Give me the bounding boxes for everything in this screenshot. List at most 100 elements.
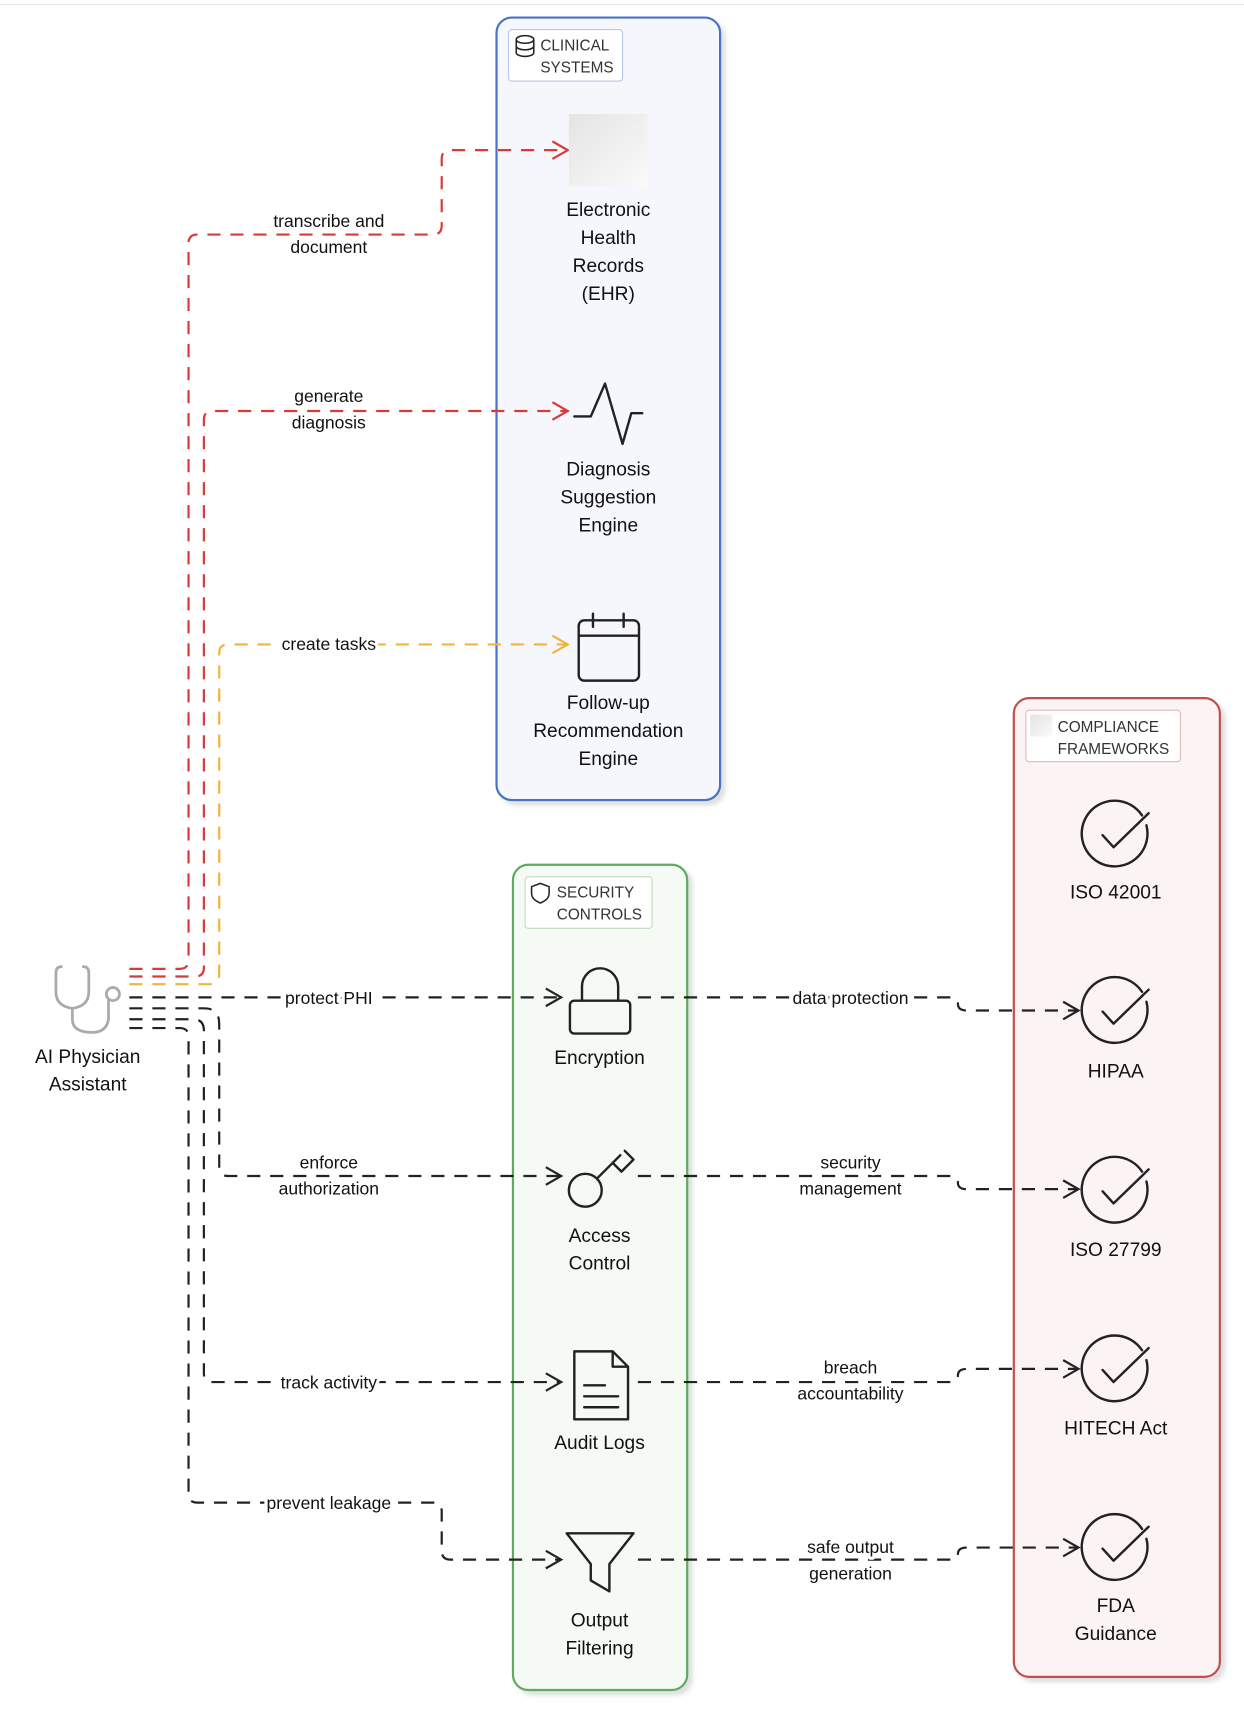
node-label: Output	[571, 1610, 629, 1631]
group-header	[1025, 709, 1181, 763]
node-label: FDA	[1097, 1596, 1136, 1617]
node-hitech-act[interactable]: HITECH Act	[1064, 1334, 1168, 1440]
group-clinical-systems[interactable]: CLINICAL SYSTEMS	[495, 16, 722, 802]
node-label: Health	[581, 228, 636, 249]
group-title: SYSTEMS	[540, 59, 613, 76]
group-compliance-frameworks[interactable]: COMPLIANCE FRAMEWORKS	[1012, 697, 1221, 1678]
edge-label: authorization	[279, 1179, 379, 1199]
top-border	[0, 0, 1244, 5]
node-label: Follow-up	[567, 693, 650, 714]
node-label: (EHR)	[582, 284, 635, 305]
edge-label: accountability	[797, 1384, 903, 1404]
key-icon	[567, 1149, 635, 1208]
node-iso-42001[interactable]: ISO 42001	[1070, 799, 1162, 904]
check-circle-icon	[1080, 1512, 1150, 1582]
node-label: Audit Logs	[554, 1433, 645, 1454]
node-label: Access	[569, 1226, 631, 1247]
actor-label: Assistant	[49, 1075, 127, 1096]
group-header	[508, 29, 624, 82]
check-circle-icon	[1080, 1155, 1150, 1224]
node-label: Electronic	[566, 200, 651, 221]
check-circle-icon	[1080, 799, 1150, 868]
node-label: HITECH Act	[1064, 1419, 1168, 1440]
check-circle-icon	[1080, 1334, 1150, 1403]
node-label: Control	[569, 1254, 631, 1275]
blank-image-icon	[568, 113, 648, 187]
edge-label: generate	[294, 386, 363, 406]
node-iso-27799[interactable]: ISO 27799	[1070, 1155, 1162, 1261]
node-audit-logs[interactable]: Audit Logs	[554, 1350, 645, 1454]
group-security-controls[interactable]: SECURITY CONTROLS	[511, 863, 689, 1692]
edge-label: enforce	[300, 1152, 358, 1172]
edge-prevent-leakage[interactable]	[129, 1026, 564, 1570]
edge-label: generation	[809, 1563, 892, 1583]
document-icon	[573, 1350, 630, 1421]
edge-label: create tasks	[282, 634, 377, 654]
actor-label: AI Physician	[35, 1047, 140, 1068]
node-label: Engine	[578, 516, 638, 537]
node-label: HIPAA	[1088, 1061, 1144, 1082]
edge-label: diagnosis	[292, 413, 366, 433]
node-label: Suggestion	[560, 488, 656, 509]
edge-label: security	[820, 1152, 881, 1172]
group-header	[524, 876, 653, 929]
edge-label: document	[290, 237, 367, 257]
edge-track-activity[interactable]	[129, 1018, 564, 1392]
edge-label: protect PHI	[285, 988, 373, 1008]
edge-create-tasks[interactable]	[129, 634, 570, 986]
edge-security-management[interactable]	[637, 1174, 1081, 1199]
edge-safe-output[interactable]	[637, 1537, 1081, 1561]
edge-data-protection[interactable]	[637, 996, 1081, 1021]
edge-label: breach	[824, 1357, 878, 1377]
group-title: CLINICAL	[540, 37, 609, 54]
node-label: Diagnosis	[566, 460, 650, 481]
node-label: Records	[573, 256, 644, 277]
node-encryption[interactable]: Encryption	[554, 967, 645, 1069]
edge-label: safe output	[807, 1537, 894, 1557]
edge-protect-phi[interactable]	[129, 987, 564, 1008]
check-circle-icon	[1080, 975, 1150, 1044]
edge-breach-accountability[interactable]	[637, 1359, 1081, 1384]
node-label: Engine	[578, 749, 638, 770]
edge-label: prevent leakage	[266, 1493, 391, 1513]
edge-label: management	[799, 1179, 901, 1199]
edge-transcribe[interactable]	[129, 140, 570, 970]
node-label: ISO 42001	[1070, 883, 1162, 904]
edge-label: track activity	[281, 1373, 378, 1393]
edge-label: transcribe and	[273, 211, 384, 231]
node-label: ISO 27799	[1070, 1240, 1162, 1261]
edge-generate-diagnosis[interactable]	[129, 401, 570, 978]
node-label: Recommendation	[533, 721, 683, 742]
node-hipaa[interactable]: HIPAA	[1080, 975, 1150, 1082]
group-title: FRAMEWORKS	[1058, 741, 1170, 758]
group-title: CONTROLS	[557, 907, 642, 924]
lock-icon	[568, 967, 632, 1035]
pulse-icon	[573, 382, 644, 446]
group-title: COMPLIANCE	[1058, 719, 1159, 736]
node-label: Encryption	[554, 1048, 645, 1069]
group-title: SECURITY	[557, 885, 635, 902]
edge-enforce-authorization[interactable]	[129, 1007, 564, 1186]
shield-icon	[530, 882, 550, 904]
